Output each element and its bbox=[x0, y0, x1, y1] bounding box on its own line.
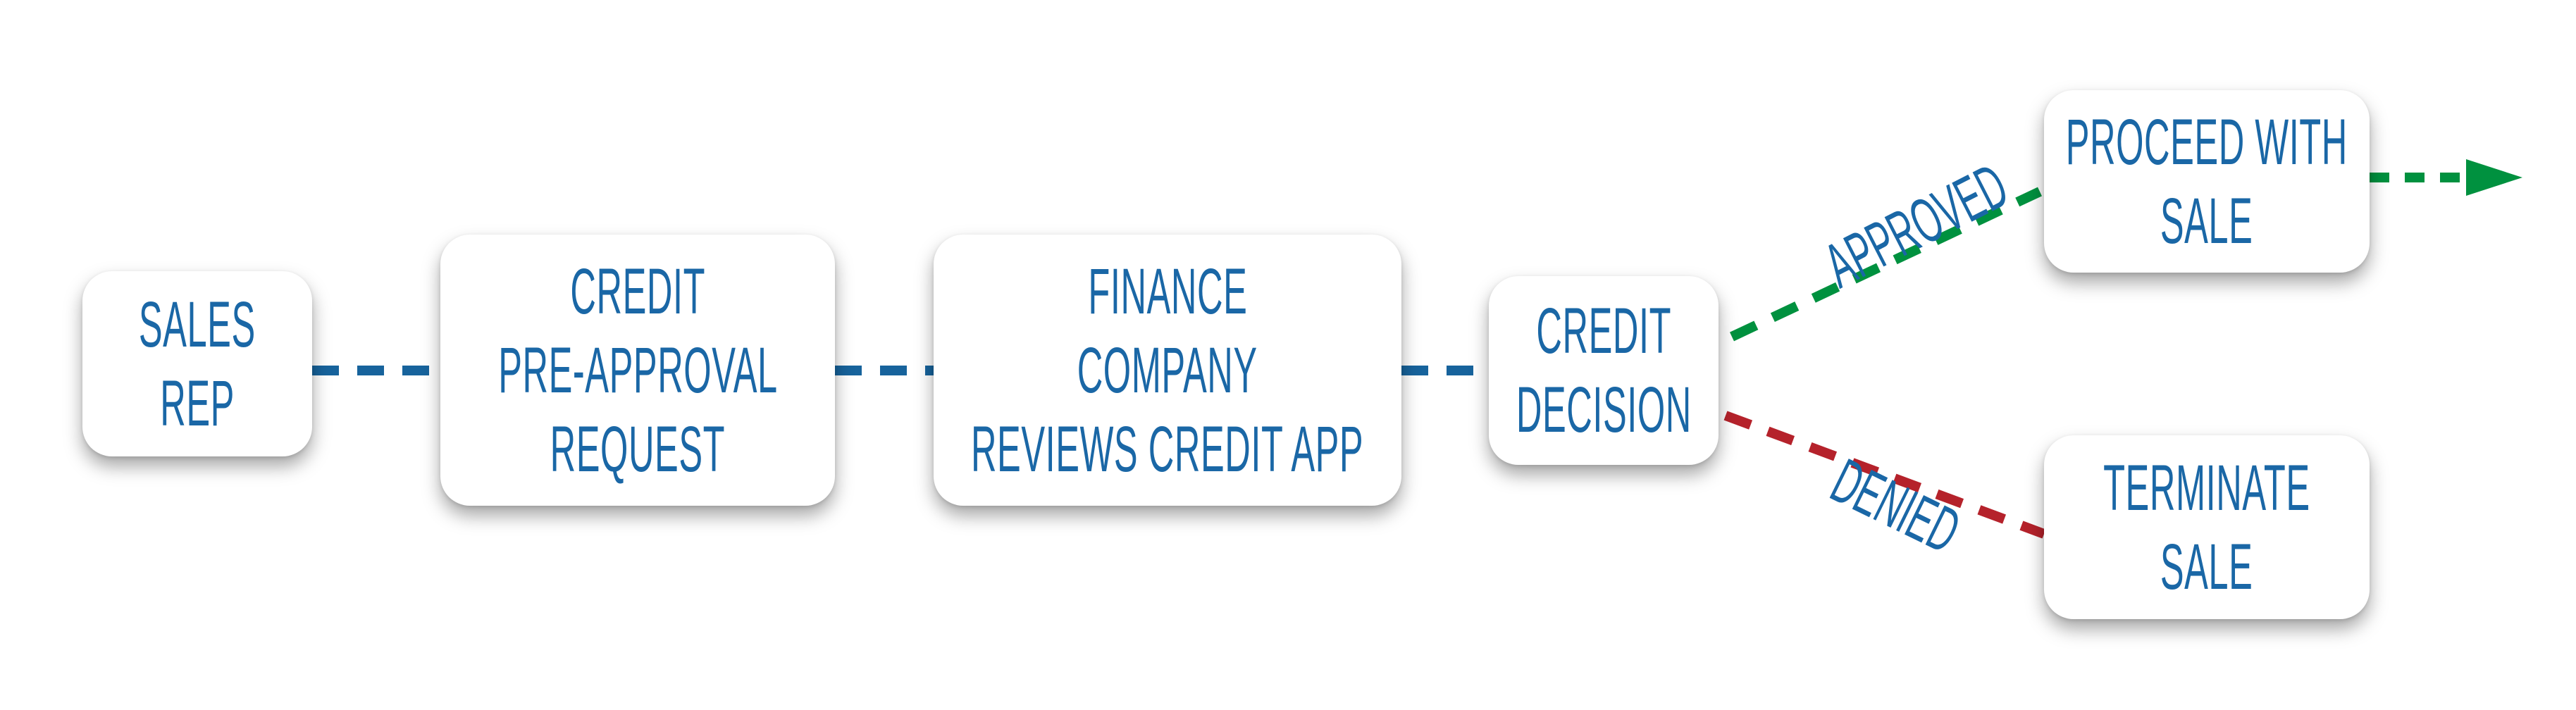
node-text: PRE-APPROVAL bbox=[497, 334, 778, 406]
node-text: SALE bbox=[2160, 185, 2253, 257]
node-text: TERMINATE bbox=[2103, 451, 2310, 524]
node-text: SALE bbox=[2160, 530, 2253, 603]
node-text: CREDIT bbox=[570, 255, 705, 328]
node-text: COMPANY bbox=[1077, 334, 1258, 406]
node-credit-decision: CREDIT DECISION bbox=[1489, 276, 1719, 465]
node-sales-rep: SALES REP bbox=[82, 271, 312, 456]
node-text: REQUEST bbox=[550, 413, 726, 485]
node-finance-review: FINANCE COMPANY REVIEWS CREDIT APP bbox=[934, 235, 1401, 506]
node-text: PROCEED WITH bbox=[2065, 106, 2348, 178]
node-text: REP bbox=[160, 367, 235, 440]
arrowhead-icon bbox=[2466, 159, 2522, 196]
node-credit-pre-approval-request: CREDIT PRE-APPROVAL REQUEST bbox=[440, 235, 835, 506]
node-text: FINANCE bbox=[1088, 255, 1247, 328]
node-proceed-with-sale: PROCEED WITH SALE bbox=[2044, 90, 2370, 273]
node-text: REVIEWS CREDIT APP bbox=[971, 413, 1364, 485]
approved-connector bbox=[1730, 187, 2042, 342]
node-terminate-sale: TERMINATE SALE bbox=[2044, 435, 2370, 619]
node-text: CREDIT bbox=[1536, 295, 1671, 367]
node-text: SALES bbox=[139, 288, 256, 361]
node-text: DECISION bbox=[1516, 374, 1692, 446]
denied-connector bbox=[1723, 411, 2046, 539]
